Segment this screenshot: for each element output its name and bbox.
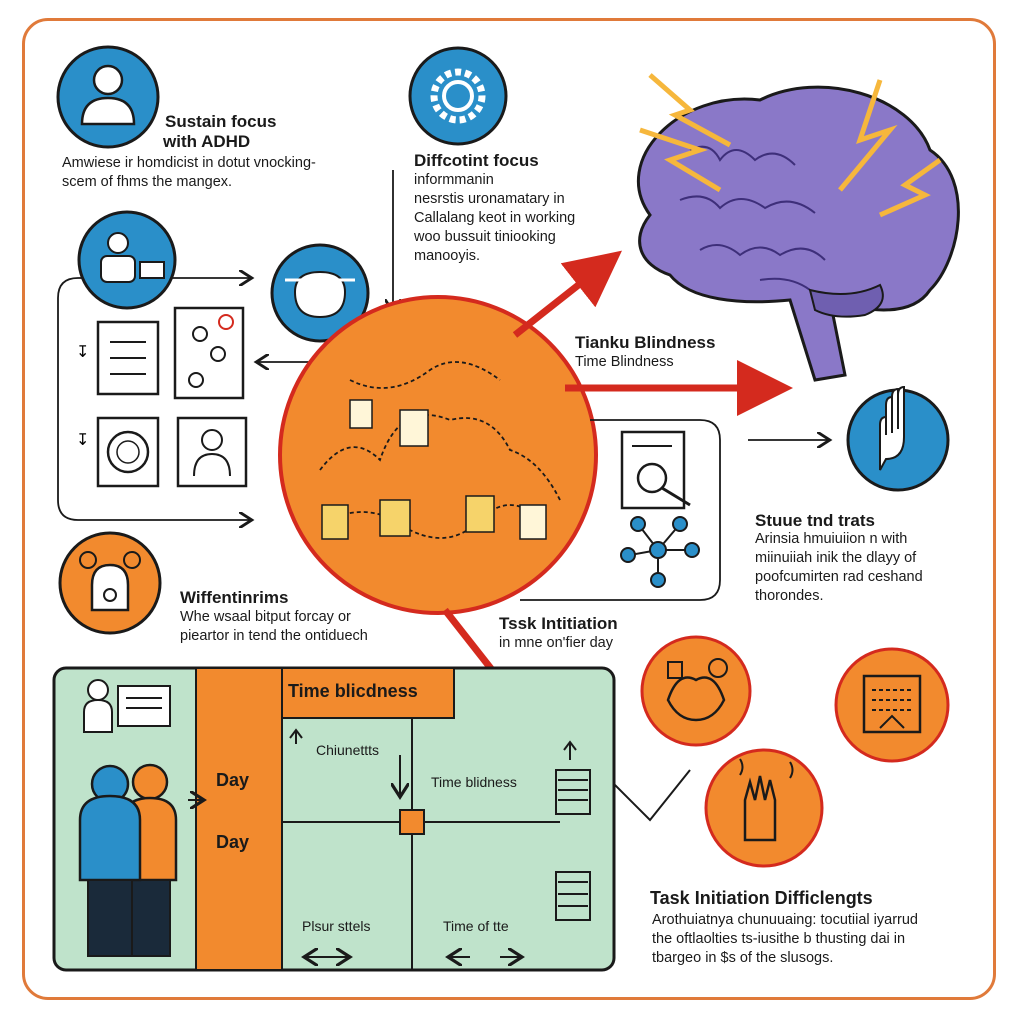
calendar-icon <box>834 647 950 763</box>
panel-bottom-right-label: Time of tte <box>443 918 509 934</box>
sustain-title-line1: Sustain focus <box>165 112 277 131</box>
task-initiation-subtitle: in mne on'fier day <box>499 635 613 651</box>
difficult-focus-body-line2: nesrstis uronamatary in <box>414 191 565 207</box>
panel-day-label-1: Day <box>216 770 250 790</box>
strategies-body-line2: miinuiiah inik the dlayy of <box>755 550 917 566</box>
bell-person-icon <box>58 531 162 635</box>
panel-time-label: Time blidness <box>431 774 517 790</box>
task-difficulty-body-line2: the oftlaolties ts-iusithe b thusting da… <box>652 931 906 947</box>
time-blindness-subtitle: Time Blindness <box>575 354 674 370</box>
brain-icon <box>636 73 960 382</box>
differentiators-body-line1: Whe wsaal bitput forcay or <box>180 609 351 625</box>
hands-cooperation-icon <box>640 635 752 747</box>
differentiators-body-line2: pieartor in tend the ontiduech <box>180 628 368 644</box>
strategies-body-line1: Arinsia hmuiuiion n with <box>755 531 908 547</box>
sustain-body-line2: scem of fhms the mangex. <box>62 174 233 190</box>
svg-text:↧: ↧ <box>76 342 89 361</box>
clock-icon <box>96 416 160 488</box>
task-difficulty-body-line3: tbargeo in $s of the slusogs. <box>652 950 834 966</box>
hand-icon <box>846 385 950 492</box>
panel-day-label-2: Day <box>216 832 250 852</box>
svg-text:↧: ↧ <box>76 430 89 449</box>
people-icon <box>78 679 178 957</box>
panel-header: Time blicdness <box>288 681 418 701</box>
panel-chart-label: Chiunettts <box>316 742 380 758</box>
task-difficulty-title: Task Initiation Difficlengts <box>650 888 873 908</box>
document-icon <box>96 320 160 396</box>
difficult-focus-body-line5: manooyis. <box>414 248 481 264</box>
flow-icon <box>173 306 245 400</box>
person-laptop-icon <box>77 210 177 310</box>
sustain-title-line2: with ADHD <box>163 132 251 151</box>
hand-stress-icon <box>704 748 824 868</box>
difficult-focus-title: Diffcotint focus <box>414 151 539 170</box>
central-hub <box>278 295 598 615</box>
panel-bottom-left-label: Plsur sttels <box>302 918 371 934</box>
differentiators-title: Wiffentinrims <box>180 588 289 607</box>
task-initiation-title: Tssk Intitiation <box>499 614 618 633</box>
sustain-body-line1: Amwiese ir homdicist in dotut vnocking- <box>62 155 316 171</box>
headset-icon <box>270 243 370 343</box>
task-difficulty-body-line1: Arothuiatnya chunuuaing: tocutiial iyarr… <box>652 912 918 928</box>
strategies-body-line3: poofcumirten rad ceshand <box>755 569 923 585</box>
difficult-focus-body-line3: Callalang keot in working <box>414 210 576 226</box>
network-icon <box>620 516 700 588</box>
gear-icon <box>408 46 508 146</box>
difficult-focus-body-line1: informmanin <box>414 172 494 188</box>
document-search-icon <box>620 430 691 510</box>
time-blindness-title: Tianku Blindness <box>575 333 716 352</box>
strategies-title: Stuue tnd trats <box>755 511 875 530</box>
person-icon <box>56 45 160 149</box>
outer-frame <box>22 18 996 1000</box>
user-icon <box>176 416 248 488</box>
timeline-panel <box>52 666 616 972</box>
strategies-body-line4: thorondes. <box>755 588 824 604</box>
difficult-focus-body-line4: woo bussuit tiniooking <box>414 229 556 245</box>
